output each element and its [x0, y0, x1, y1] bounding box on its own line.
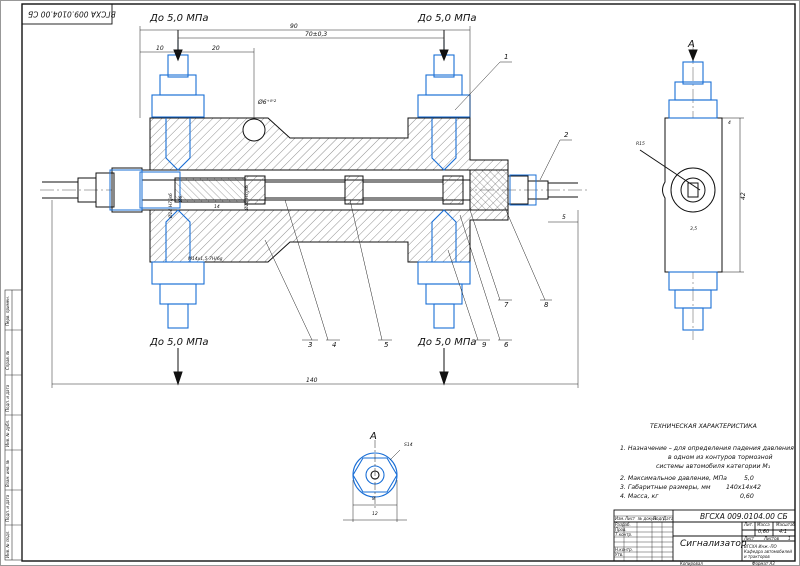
- tb-row-9: Утв.: [615, 552, 624, 557]
- titleblock-copied: Копировал: [680, 561, 703, 566]
- view-a-dims: [343, 440, 407, 522]
- dim-20: 20: [212, 45, 220, 52]
- dim-4: 4: [728, 121, 731, 126]
- dim-s14: S14: [404, 443, 413, 448]
- dimension-lines: [51, 26, 579, 388]
- right-switch-housing: [469, 169, 509, 211]
- dim-r15: R15: [636, 142, 645, 147]
- piston-right: [442, 175, 464, 205]
- dim-35: 3,5: [690, 227, 698, 232]
- bore-hole-d6: [242, 118, 266, 142]
- main-section-view: [40, 117, 590, 263]
- side-strip-2: Подп. и дата: [5, 384, 10, 412]
- dim-10: 10: [156, 45, 164, 52]
- side-strip-5: Подп. и дата: [5, 494, 10, 522]
- piston-left: [174, 177, 246, 203]
- side-strip-6: Инв. № подл.: [5, 530, 10, 558]
- side-strip-3: Инв. № дубл.: [5, 419, 10, 447]
- callout-2: 2: [564, 131, 569, 139]
- titleblock-mass-label: Масса: [757, 522, 770, 527]
- side-strip-0: Перв. примен.: [5, 295, 10, 326]
- tech-value-4: 0,60: [740, 493, 754, 500]
- callout-4: 4: [332, 341, 337, 349]
- callout-7: 7: [504, 301, 509, 309]
- dim-5: 5: [562, 214, 566, 221]
- titleblock-lit-label: Лит.: [744, 522, 754, 527]
- pressure-arrows: [173, 30, 449, 386]
- callout-3: 3: [308, 341, 313, 349]
- tech-item-1b: в одном из контуров тормозной: [668, 454, 773, 461]
- titleblock-scale-label: Масштаб: [776, 522, 796, 527]
- callout-5: 5: [384, 341, 389, 349]
- tech-value-3: 140x14x42: [726, 484, 761, 491]
- dim-14: 14: [214, 205, 220, 210]
- dim-8: 8: [372, 497, 375, 502]
- tech-item-1: 1. Назначение – для определения падения …: [620, 445, 794, 452]
- dim-12: 12: [372, 512, 378, 517]
- side-switch-circle: [670, 167, 716, 213]
- side-strip-4: Взам. инв. №: [5, 459, 10, 487]
- view-letter-bottom: А: [370, 431, 377, 442]
- titleblock-title: Сигнализатор: [680, 539, 747, 549]
- blue-highlights: [109, 169, 537, 211]
- callout-8: 8: [544, 301, 549, 309]
- titleblock-mass: 0,60: [758, 529, 770, 535]
- side-strip: [4, 289, 23, 561]
- tech-item-2: 2. Максимальное давление, МПа: [620, 475, 727, 482]
- callout-9: 9: [482, 341, 487, 349]
- tb-row-0: Изм.: [615, 516, 625, 521]
- tb-row-5: Разраб.: [615, 522, 631, 527]
- piston-middle: [344, 175, 364, 205]
- side-view-arrow: [688, 49, 698, 62]
- tb-row-3: Подп.: [653, 516, 666, 521]
- tb-row-7: Т.контр.: [615, 532, 633, 537]
- side-view: [639, 45, 744, 340]
- fit-left: Ø14 H7/js6: [169, 193, 174, 218]
- callout-leaders: [264, 61, 572, 341]
- titleblock-code: ВГСХА 009.0104.00 СБ: [700, 512, 788, 521]
- pressure-label-bottom-left: До 5,0 МПа: [150, 337, 209, 348]
- tech-heading: ТЕХНИЧЕСКАЯ ХАРАКТЕРИСТИКА: [650, 423, 757, 430]
- tech-value-2: 5,0: [744, 475, 754, 482]
- pressure-label-top-right: До 5,0 МПа: [418, 13, 477, 24]
- titleblock-sheets-label: Листов: [764, 536, 779, 541]
- fit-thread: M14х1,5-7H/6g: [188, 257, 223, 262]
- pressure-label-bottom-right: До 5,0 МПа: [418, 337, 477, 348]
- tb-row-2: № докум.: [638, 516, 658, 521]
- doc-code-box: [21, 3, 113, 25]
- callout-1: 1: [504, 53, 509, 61]
- titleblock-sheet-label: Лист: [744, 536, 755, 541]
- dim-d6b: Ø6: [179, 195, 184, 202]
- doc-code-top: ВГСХА 009.0104.00 СБ: [28, 9, 116, 19]
- tb-row-6: Пров.: [615, 527, 627, 532]
- dim-d6: Ø6⁺⁰'²: [258, 99, 277, 106]
- view-letter-side: А: [688, 39, 695, 50]
- dim-70: 70±0,3: [305, 31, 328, 38]
- titleblock-scale: 4:1: [779, 529, 788, 535]
- dim-140: 140: [306, 377, 318, 384]
- left-end-plug: [111, 167, 143, 213]
- tb-row-1: Лист: [625, 516, 636, 521]
- fitting-bottom-left: [151, 209, 205, 329]
- pressure-label-top-left: До 5,0 МПа: [150, 13, 209, 24]
- tech-item-3: 3. Габаритные размеры, мм: [620, 484, 711, 491]
- titleblock-sheets-value: 1: [788, 536, 791, 541]
- callout-6: 6: [504, 341, 509, 349]
- tech-item-1c: системы автомобиля категории M₁: [656, 463, 771, 470]
- dim-90: 90: [290, 23, 298, 30]
- tb-row-8: Н.контр.: [615, 547, 633, 552]
- tb-row-4: Дата: [663, 516, 674, 521]
- titleblock-org: ВГСХА Инж.-ПО Кафедра автомобилей и трак…: [744, 544, 792, 559]
- side-fittings: [668, 50, 718, 331]
- fitting-bottom-right: [417, 209, 471, 329]
- titleblock-format: Формат А3: [752, 561, 775, 566]
- dim-42: 42: [740, 192, 747, 200]
- title-block: [613, 509, 796, 562]
- fit-mid: Ø14 H7/js6: [245, 185, 250, 210]
- side-strip-1: Справ. №: [5, 350, 10, 370]
- tech-item-4: 4. Масса, кг: [620, 493, 659, 500]
- drawing-frame: [21, 3, 796, 562]
